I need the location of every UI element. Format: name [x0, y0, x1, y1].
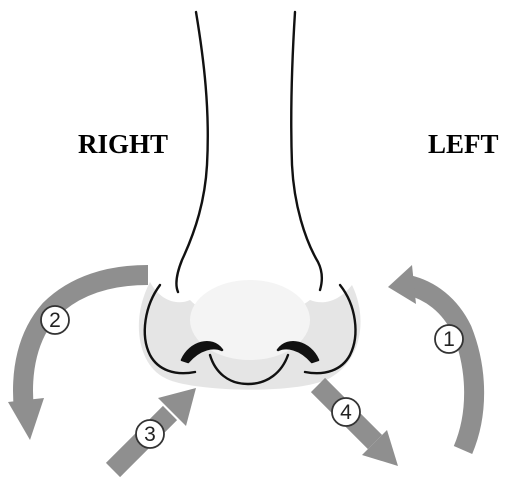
nose-icon — [139, 12, 361, 390]
label-left: LEFT — [428, 129, 499, 159]
step-4-number: 4 — [340, 401, 352, 424]
step-4-arrow: 4 — [318, 385, 398, 466]
nose-bridge-right-side — [176, 12, 207, 292]
step-2-arrow: 2 — [8, 275, 148, 440]
step-1-number: 1 — [443, 328, 455, 351]
step-2-number: 2 — [49, 309, 61, 332]
step-3-number: 3 — [144, 423, 156, 446]
nose-bridge-left-side — [291, 12, 322, 290]
step-3-arrow: 3 — [113, 388, 196, 470]
label-right: RIGHT — [78, 129, 168, 159]
step-1-arrow: 1 — [388, 265, 474, 450]
